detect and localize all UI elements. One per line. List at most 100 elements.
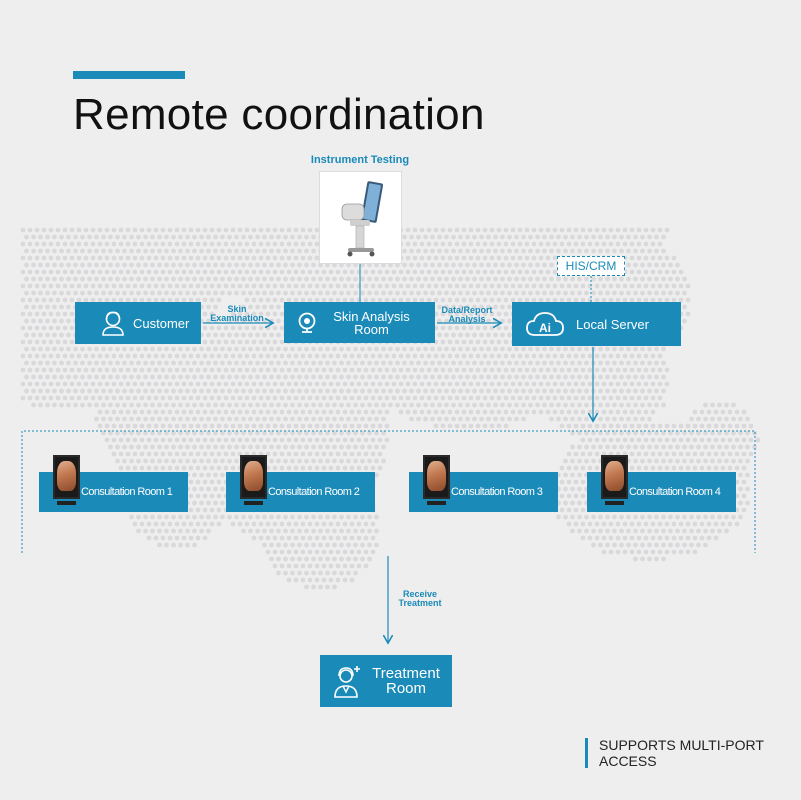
map-dot (388, 346, 393, 352)
map-dot (521, 262, 526, 268)
map-dot (101, 360, 106, 366)
consultation-room-4[interactable]: Consultation Room 4 (587, 455, 736, 512)
map-dot (213, 318, 218, 324)
map-dot (577, 234, 582, 240)
map-dot (202, 381, 208, 387)
map-dot (514, 276, 519, 282)
map-dot (181, 367, 187, 373)
map-dot (496, 297, 502, 303)
map-dot (234, 346, 239, 352)
map-dot (311, 360, 316, 366)
customer-node[interactable]: Customer (75, 302, 201, 344)
map-dot (577, 360, 582, 366)
map-dot (447, 283, 453, 289)
map-dot (314, 227, 320, 233)
footer-accent-bar (585, 738, 588, 768)
map-dot (66, 346, 71, 352)
map-dot (276, 388, 281, 394)
map-dot (307, 241, 313, 247)
map-dot (258, 241, 264, 247)
map-dot (206, 304, 211, 310)
map-dot (514, 290, 519, 296)
map-dot (272, 367, 278, 373)
map-dot (76, 297, 82, 303)
map-dot (447, 367, 453, 373)
map-dot (402, 388, 407, 394)
map-dot (507, 332, 512, 338)
map-dot (486, 248, 491, 254)
map-dot (612, 388, 617, 394)
consultation-room-2[interactable]: Consultation Room 2 (226, 455, 375, 512)
map-dot (118, 353, 124, 359)
map-dot (52, 262, 57, 268)
map-dot (461, 367, 467, 373)
map-dot (307, 269, 313, 275)
map-dot (363, 381, 369, 387)
map-dot (241, 332, 246, 338)
map-dot (62, 367, 68, 373)
consultation-room-1[interactable]: Consultation Room 1 (39, 455, 188, 512)
map-dot (416, 262, 421, 268)
map-dot (129, 276, 134, 282)
skin-analysis-room-node[interactable]: Skin Analysis Room (284, 302, 435, 343)
map-dot (213, 374, 218, 380)
map-dot (283, 374, 288, 380)
map-dot (59, 290, 64, 296)
local-server-node[interactable]: Ai Local Server (512, 302, 681, 346)
map-dot (241, 346, 246, 352)
map-dot (181, 395, 187, 401)
map-dot (241, 234, 246, 240)
map-dot (472, 332, 477, 338)
map-dot (244, 325, 250, 331)
map-dot (552, 255, 558, 261)
map-dot (388, 360, 393, 366)
map-dot (458, 290, 463, 296)
map-dot (87, 234, 92, 240)
map-dot (507, 234, 512, 240)
map-dot (332, 346, 337, 352)
map-dot (633, 374, 638, 380)
map-dot (507, 276, 512, 282)
map-dot (115, 374, 120, 380)
map-dot (451, 388, 456, 394)
map-dot (545, 297, 551, 303)
map-dot (59, 304, 64, 310)
map-dot (136, 276, 141, 282)
map-dot (83, 367, 89, 373)
map-dot (300, 241, 306, 247)
map-dot (370, 297, 376, 303)
map-dot (213, 234, 218, 240)
map-dot (454, 241, 460, 247)
map-dot (496, 255, 502, 261)
map-dot (640, 388, 645, 394)
map-dot (248, 276, 253, 282)
treatment-room-node[interactable]: Treatment Room (320, 655, 452, 707)
map-dot (181, 241, 187, 247)
map-dot (545, 381, 551, 387)
map-dot (307, 283, 313, 289)
consultation-room-3[interactable]: Consultation Room 3 (409, 455, 558, 512)
map-dot (52, 234, 57, 240)
map-dot (209, 269, 215, 275)
map-dot (202, 339, 208, 345)
map-dot (31, 388, 36, 394)
map-dot (395, 346, 400, 352)
map-dot (468, 381, 474, 387)
map-dot (199, 346, 204, 352)
map-dot (230, 339, 236, 345)
map-dot (146, 395, 152, 401)
map-dot (122, 276, 127, 282)
map-dot (199, 262, 204, 268)
map-dot (181, 283, 187, 289)
map-dot (262, 332, 267, 338)
map-dot (346, 388, 351, 394)
map-dot (545, 283, 551, 289)
map-dot (500, 290, 505, 296)
map-dot (276, 332, 281, 338)
map-dot (636, 381, 642, 387)
map-dot (556, 290, 561, 296)
map-dot (514, 248, 519, 254)
map-dot (209, 255, 215, 261)
map-dot (440, 255, 446, 261)
map-dot (563, 234, 568, 240)
